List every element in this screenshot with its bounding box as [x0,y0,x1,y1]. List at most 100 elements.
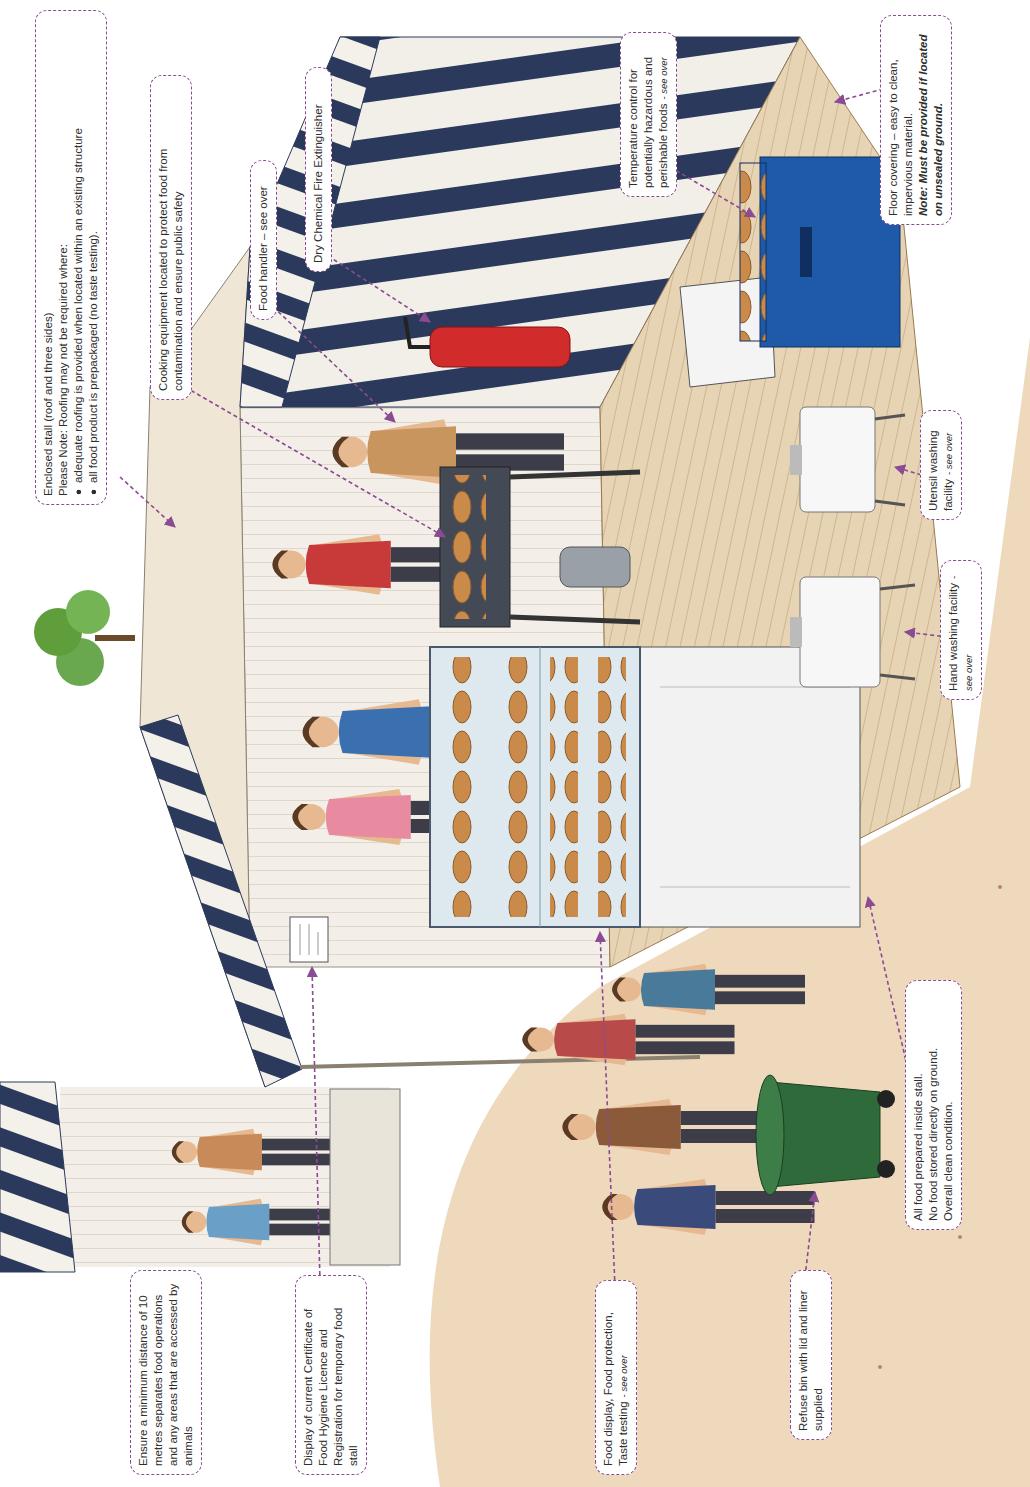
display-case [540,647,541,927]
tree [34,590,135,686]
customers [522,964,814,1235]
callout-text: Hand washing facility [947,583,959,691]
stall-structure [240,407,610,967]
cooler-box [740,163,766,341]
neighbour-stall [0,1082,400,1272]
callout-text: No food stored directly on ground. [926,989,941,1221]
cooking-equipment [560,547,630,587]
display-case [430,647,640,927]
leader-line [120,87,948,1287]
callout-box: All food prepared inside stall.No food s… [905,980,962,1230]
neighbour-stall [0,1082,75,1272]
display-case [550,657,578,917]
washing-tubs [880,585,915,589]
cooking-equipment [446,475,486,619]
customers [602,1179,814,1235]
cooking-equipment [440,467,510,627]
stall-structure [240,37,380,407]
callout-text: - see over [943,433,954,475]
callout-text: Enclosed stall (roof and three sides) [41,19,56,496]
callout-box: Utensil washing facility- see over [920,410,962,520]
callout-text: adequate roofing is provided when locate… [71,19,86,496]
callout-text: Ensure a minimum distance of 10 metres s… [136,1279,196,1466]
certificate-sign [290,917,328,962]
cooking-equipment [510,472,640,477]
sandy-ground [878,1365,882,1369]
washing-tubs [790,617,802,647]
callout-text: Overall clean condition. [941,989,956,1221]
cooking-equipment [510,617,640,622]
washing-tubs [875,415,905,419]
leader-line [600,932,615,1287]
stall-structure [140,37,960,1087]
callout-text: all food product is prepackaged (no tast… [86,19,101,496]
certificate-sign [300,924,301,955]
refuse-bin [770,1082,880,1187]
customers [562,1099,784,1155]
certificate-sign [318,932,319,955]
washing-tubs [790,445,802,475]
callout-text: Cooking equipment located to protect foo… [156,84,186,391]
cooler-box [800,227,812,277]
callout-text: Dry Chemical Fire Extinguisher [311,76,326,263]
leader-line [120,477,175,527]
callout-box: Temperature control for potentially haza… [620,32,677,197]
display-case [660,887,850,888]
callout-box: Food display, Food protection, Taste tes… [595,1280,637,1475]
leader-line [805,1192,815,1277]
leader-line [268,302,395,422]
callout-text: Note: Must be provided if located on uns… [916,24,946,216]
certificate-sign [309,924,310,955]
neighbour-stall [172,1129,341,1176]
stall-structure [140,715,302,1087]
fire-extinguisher [405,317,430,347]
fire-extinguisher [405,317,570,367]
callout-box: Cooking equipment located to protect foo… [150,75,192,400]
leader-line [322,252,430,322]
washing-tubs [880,675,915,679]
sandy-ground [958,1235,962,1239]
washing-tubs [875,501,905,505]
refuse-bin [877,1090,895,1108]
display-case [640,647,860,927]
callout-box: Refuse bin with lid and liner supplied [790,1270,832,1440]
certificate-sign [290,917,328,962]
callout-text: Floor covering – easy to clean, impervio… [886,24,916,216]
display-case [500,657,528,917]
callout-box: Hand washing facility- see over [940,560,982,700]
refuse-bin [877,1160,895,1178]
callout-text: Food handler – see over [256,169,271,311]
washing-tubs [800,577,880,687]
cooking-equipment [440,467,640,627]
tree [95,635,135,641]
washing-tubs [800,407,875,512]
leader-line [185,387,445,537]
refuse-bin [756,1075,895,1195]
refuse-bin [756,1075,784,1195]
customers [522,1014,734,1065]
neighbour-stall [330,1089,400,1265]
callout-box: Dry Chemical Fire Extinguisher [305,67,332,272]
stall-structure [300,1057,700,1067]
cooler-box [760,157,900,347]
washing-tubs [790,407,915,687]
leader-line [312,967,320,1282]
callout-text: Please Note: Roofing may not be required… [56,19,71,496]
callout-box: Enclosed stall (roof and three sides)Ple… [35,10,107,505]
neighbour-stall [182,1199,346,1246]
callout-box: Ensure a minimum distance of 10 metres s… [130,1270,202,1475]
leader-line [670,167,755,217]
callout-text: - see over [618,1355,629,1397]
display-case [598,657,626,917]
callout-box: Display of current Certificate of Food H… [295,1275,367,1475]
callout-text: Display of current Certificate of Food H… [301,1284,361,1466]
callout-text: All food prepared inside stall. [911,989,926,1221]
display-case [450,657,478,917]
callout-text: - see over [658,57,669,99]
callout-box: Food handler – see over [250,160,277,320]
customers [612,964,805,1015]
tree [66,590,110,634]
fire-extinguisher [430,327,570,367]
